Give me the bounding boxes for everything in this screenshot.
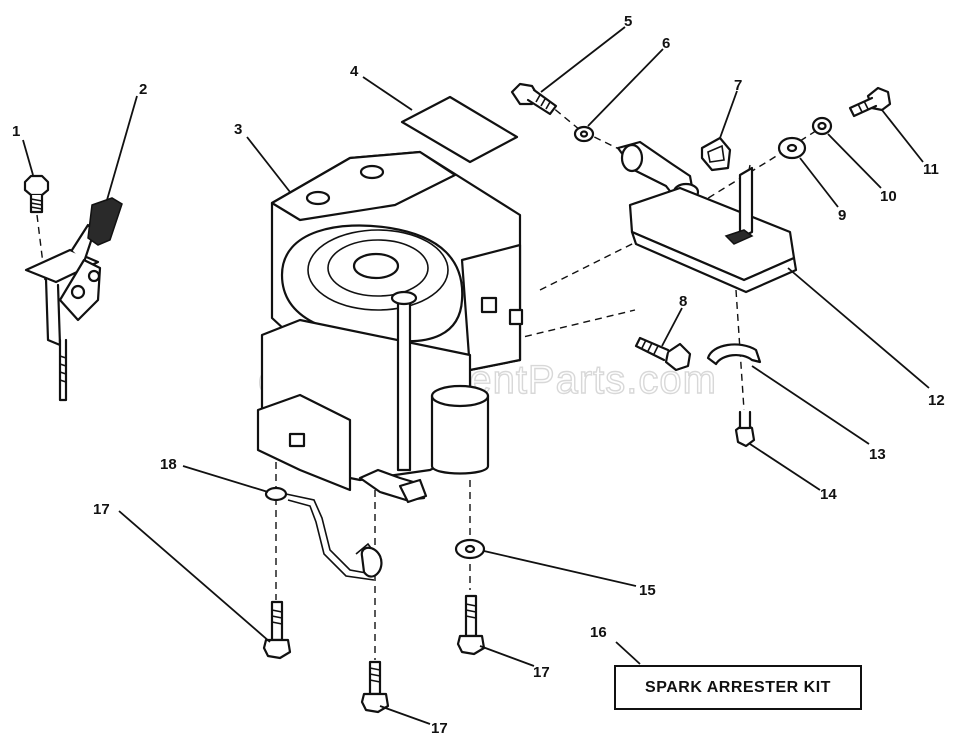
part-4-decal	[400, 95, 519, 164]
callout-10: 10	[880, 188, 897, 205]
callout-17-right: 17	[533, 664, 550, 681]
part-11-bolt	[848, 86, 892, 118]
callout-12: 12	[928, 392, 945, 409]
callout-1: 1	[12, 123, 20, 140]
leader-lines	[22, 26, 930, 725]
spark-arrester-kit-box: SPARK ARRESTER KIT	[614, 665, 862, 710]
part-15-washer	[454, 538, 486, 560]
part-10-lockwasher	[811, 116, 833, 136]
part-8-bolt	[634, 336, 692, 372]
part-9-washer	[777, 136, 807, 160]
callout-14: 14	[820, 486, 837, 503]
callout-11: 11	[923, 161, 939, 178]
callout-17-bottom: 17	[431, 720, 448, 737]
callout-6: 6	[662, 35, 670, 52]
part-7-clamp	[700, 136, 732, 172]
callout-16: 16	[590, 624, 607, 641]
callout-7: 7	[734, 77, 742, 94]
callout-18: 18	[160, 456, 177, 473]
part-13-clamp	[706, 343, 762, 366]
spark-arrester-kit-label: SPARK ARRESTER KIT	[645, 678, 831, 696]
part-14-screw	[734, 410, 756, 448]
part-18-drain-tube	[264, 486, 383, 581]
part-2-control-bracket	[24, 197, 123, 402]
part-17-bolt-left	[262, 600, 292, 660]
callout-13: 13	[869, 446, 886, 463]
callout-8: 8	[679, 293, 687, 310]
callout-3: 3	[234, 121, 242, 138]
callout-2: 2	[139, 81, 147, 98]
part-17-bolt-bottom	[360, 660, 390, 714]
callout-9: 9	[838, 207, 846, 224]
callouts: 1 2 3 4 5 6 7 8 9 10 11 12 13 14 15 16 1…	[12, 13, 945, 737]
callout-5: 5	[624, 13, 632, 30]
part-1-bolt	[23, 174, 50, 214]
callout-4: 4	[350, 63, 359, 80]
callout-15: 15	[639, 582, 656, 599]
part-3-engine	[256, 150, 524, 504]
part-6-washer	[573, 125, 595, 143]
part-17-bolt-center	[456, 594, 486, 656]
callout-17-left: 17	[93, 501, 110, 518]
part-12-muffler	[628, 166, 798, 294]
part-5-bolt	[510, 82, 558, 116]
